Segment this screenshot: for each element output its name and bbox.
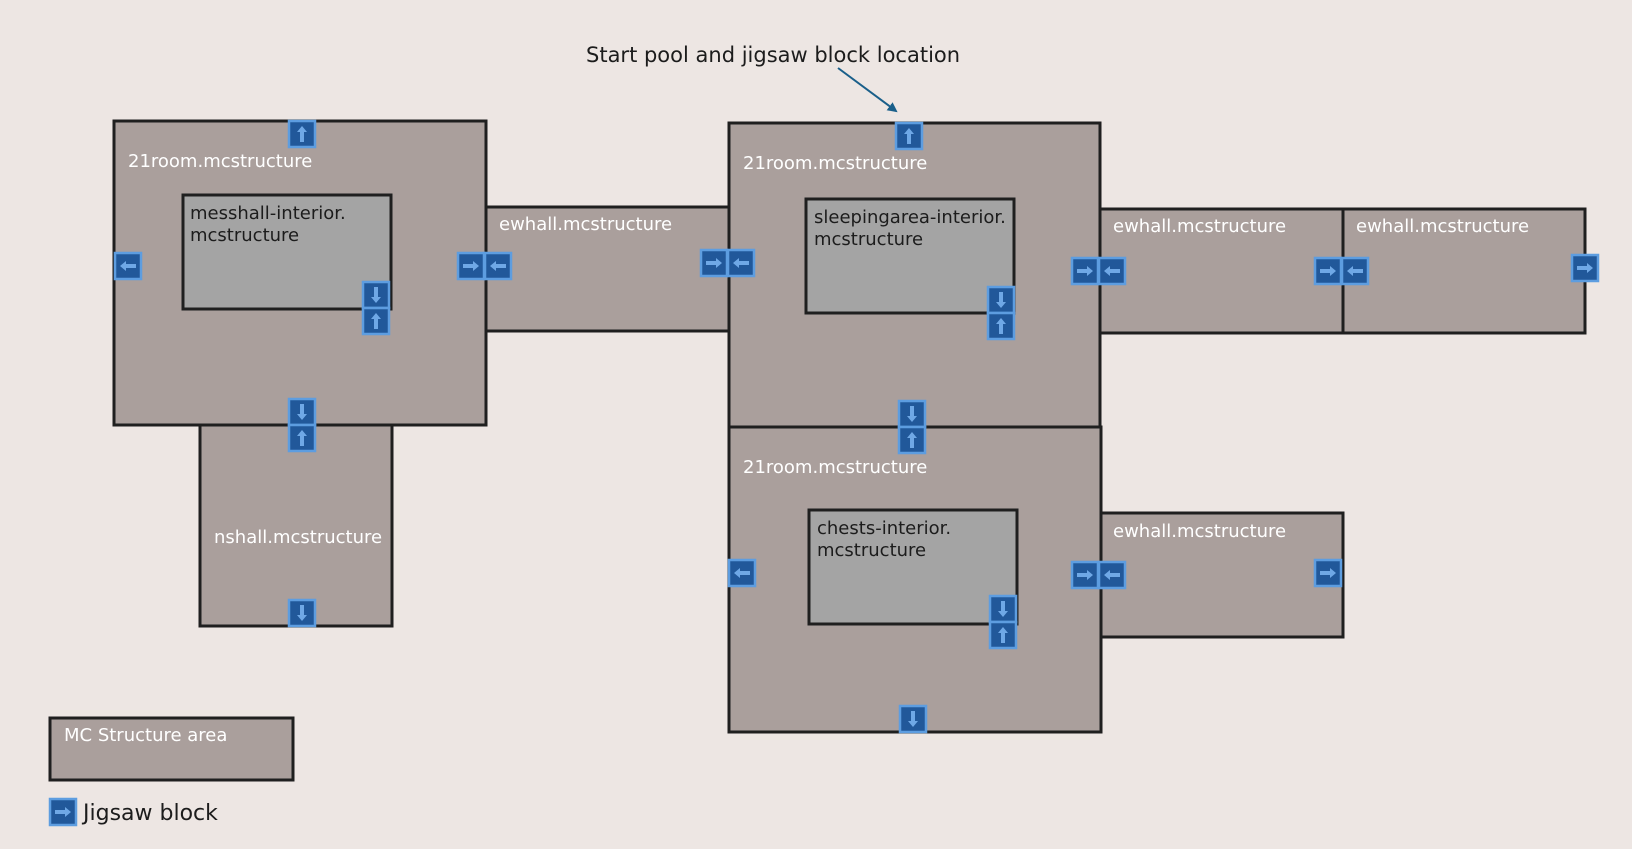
jigsaw-block-icon [113,251,143,281]
annotation-arrow [837,67,898,113]
jigsaw-block-icon [1097,256,1127,286]
jigsaw-block-icon [287,598,317,628]
interior-label-line-2: mcstructure [817,540,926,561]
legend-structure-label: MC Structure area [64,725,227,746]
interior-label-line-1: messhall-interior. [190,203,346,224]
jigsaw-block-icon [986,285,1016,315]
jigsaw-block-icon [1340,256,1370,286]
structure-label: ewhall.mcstructure [1356,216,1529,237]
structure-label: nshall.mcstructure [214,527,382,548]
interior-label-line-2: mcstructure [190,225,299,246]
interior-area [807,508,1019,626]
structure-room-top-middle: 21room.mcstructure sleepingarea-interior… [727,121,1102,429]
jigsaw-block-icon [287,397,317,427]
jigsaw-blocks [48,119,1600,827]
structure-area [198,423,394,628]
jigsaw-block-icon [897,399,927,429]
jigsaw-block-icon [361,280,391,310]
jigsaw-block-icon [726,248,756,278]
structure-label: ewhall.mcstructure [1113,521,1286,542]
start-pool-annotation: Start pool and jigsaw block location [586,43,960,113]
jigsaw-block-icon [897,425,927,455]
structure-area [1341,207,1587,335]
jigsaw-block-icon [1570,253,1600,283]
interior-label-line-2: mcstructure [814,229,923,250]
structure-label: 21room.mcstructure [128,151,312,172]
interior-area [804,197,1016,315]
structure-label: 21room.mcstructure [743,153,927,174]
interior-label-line-1: chests-interior. [817,518,951,539]
jigsaw-block-icon [456,251,486,281]
structure-area [484,205,731,333]
jigsaw-block-icon [1097,560,1127,590]
jigsaw-block-icon [361,306,391,336]
jigsaw-block-icon [727,558,757,588]
structure-label: ewhall.mcstructure [499,214,672,235]
structure-hall-ew-1: ewhall.mcstructure [484,205,731,333]
structure-label: ewhall.mcstructure [1113,216,1286,237]
jigsaw-block-icon [1070,560,1100,590]
structure-hall-ew-4: ewhall.mcstructure [1099,511,1345,639]
jigsaw-block-icon [1313,256,1343,286]
structure-room-bottom-middle: 21room.mcstructure chests-interior. mcst… [727,425,1103,734]
interior-label-line-1: sleepingarea-interior. [814,207,1006,228]
jigsaw-block-icon [287,119,317,149]
structure-label: 21room.mcstructure [743,457,927,478]
jigsaw-block-icon [483,251,513,281]
jigsaw-block-icon [1070,256,1100,286]
jigsaw-block-icon [699,248,729,278]
jigsaw-block-icon [986,311,1016,341]
jigsaw-block-icon [988,620,1018,650]
jigsaw-block-icon [287,423,317,453]
legend-structure-swatch [48,716,295,782]
structure-hall-ew-2: ewhall.mcstructure [1098,207,1345,335]
jigsaw-block-icon [988,594,1018,624]
jigsaw-block-icon [1313,558,1343,588]
structure-hall-ew-3: ewhall.mcstructure [1341,207,1587,335]
jigsaw-block-icon [898,704,928,734]
start-pool-annotation-text: Start pool and jigsaw block location [586,43,960,67]
interior-area [181,193,393,311]
structure-area [1099,511,1345,639]
jigsaw-block-icon [894,121,924,151]
legend-jigsaw-label: Jigsaw block [81,801,218,826]
structure-room-top-left: 21room.mcstructure messhall-interior. mc… [112,119,488,427]
legend: MC Structure area Jigsaw block [48,716,295,826]
legend-jigsaw-block-icon [48,797,78,827]
structure-hall-ns: nshall.mcstructure [198,423,394,628]
